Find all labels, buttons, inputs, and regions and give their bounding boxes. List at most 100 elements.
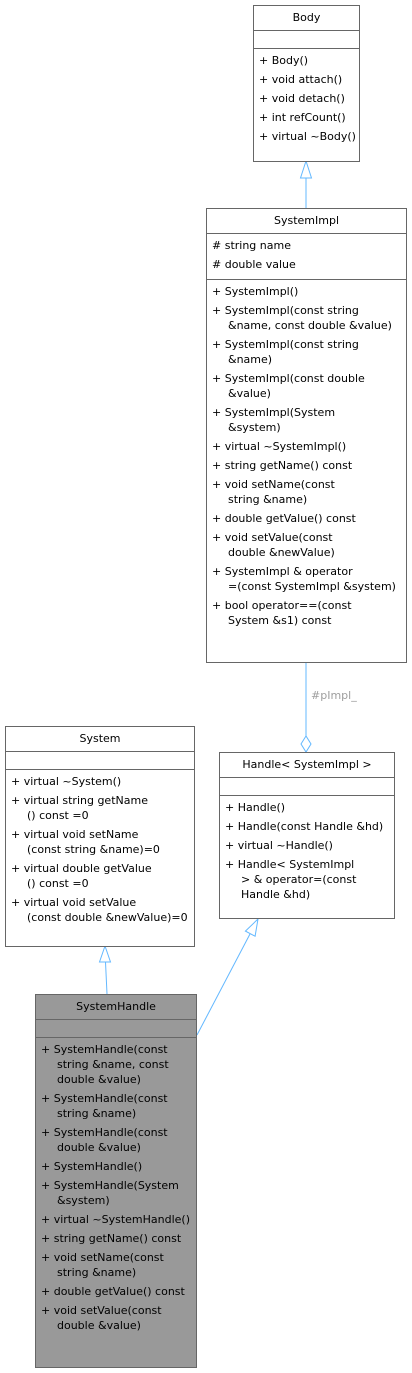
method-member-line: + virtual string getName [11,794,148,807]
method-member-line: + virtual ~System() [11,775,122,788]
method-member-line: =(const SystemImpl &system) [228,580,396,593]
method-member-line: + bool operator==(const [212,599,352,612]
method-member[interactable]: + string getName() const [41,1231,193,1246]
method-member-line: + int refCount() [259,111,346,124]
method-member-line: double &value) [57,1141,141,1154]
method-member-line: double &value) [57,1073,141,1086]
method-member[interactable]: + SystemHandle(const double &value) [41,1125,193,1155]
method-member[interactable]: + SystemImpl(const double&value) [212,371,403,401]
class-systemimpl-methods: + SystemImpl()+ SystemImpl(const string&… [207,280,406,635]
class-systemhandle-attributes [36,1020,196,1038]
method-member-line: + void detach() [259,92,345,105]
class-system-attributes [6,752,194,770]
class-handle-title: Handle< SystemImpl > [220,753,394,778]
method-member-line: (const double &newValue)=0 [27,911,188,924]
method-member[interactable]: + virtual ~SystemHandle() [41,1212,193,1227]
method-member-line: + double getValue() const [41,1285,185,1298]
method-member[interactable]: + SystemImpl(const string&name) [212,337,403,367]
method-member-line: + void setName(const [212,478,335,491]
method-member-line: Handle &hd) [241,888,311,901]
method-member-line: + SystemHandle(const [41,1126,168,1139]
method-member[interactable]: + void setName(const string &name) [41,1250,193,1280]
method-member-line: + virtual double getValue [11,862,152,875]
method-member-line: () const =0 [27,809,89,822]
class-system-title: System [6,727,194,752]
method-member-line: + string getName() const [41,1232,182,1245]
method-member-line: () const =0 [27,877,89,890]
method-member-line: + SystemHandle(const [41,1043,168,1056]
method-member-line: + SystemImpl(System [212,406,336,419]
method-member-line: + Handle() [225,801,286,814]
method-member-line: (const string &name)=0 [27,843,160,856]
attribute-member-line: # double value [212,258,296,271]
method-member-line: &system) [57,1194,110,1207]
class-handle-systemimpl[interactable]: Handle< SystemImpl > + Handle() + Handle(… [219,752,395,919]
method-member-line: + Handle(const Handle &hd) [225,820,384,833]
class-body-attributes [254,31,359,49]
class-handle-attributes [220,778,394,796]
method-member[interactable]: + virtual ~System() [11,774,191,789]
method-member-line: + SystemHandle(System [41,1179,179,1192]
method-member[interactable]: + virtual void setName(const string &nam… [11,827,191,857]
class-body-title: Body [254,6,359,31]
inheritance-edge-systemhandle-handle [196,917,259,1036]
class-systemimpl-title: SystemImpl [207,209,406,234]
method-member[interactable]: + SystemHandle(const string &name, const d… [41,1042,193,1087]
method-member-line: double &value) [57,1319,141,1332]
method-member-line: + virtual ~Handle() [225,839,333,852]
class-systemhandle-title: SystemHandle [36,995,196,1020]
method-member-line: + SystemImpl() [212,285,299,298]
method-member-line: string &name) [57,1266,137,1279]
method-member[interactable]: + double getValue() const [212,511,403,526]
class-systemhandle-methods: + SystemHandle(const string &name, const d… [36,1038,196,1340]
method-member[interactable]: + SystemImpl & operator=(const SystemImp… [212,564,403,594]
method-member-line: + SystemImpl(const string [212,304,359,317]
method-member-line: + void setValue(const [41,1304,162,1317]
method-member[interactable]: + int refCount() [259,110,356,125]
method-member-line: + double getValue() const [212,512,356,525]
method-member[interactable]: + Body() [259,53,356,68]
method-member-line: &system) [228,421,281,434]
method-member[interactable]: + SystemImpl() [212,284,403,299]
method-member-line: string &name, const [57,1058,169,1071]
attribute-member[interactable]: # double value [212,257,403,272]
method-member[interactable]: + string getName() const [212,458,403,473]
method-member[interactable]: + SystemHandle(System&system) [41,1178,193,1208]
method-member[interactable]: + virtual ~SystemImpl() [212,439,403,454]
method-member-line: + virtual void setValue [11,896,137,909]
inheritance-edge-systemimpl-body [299,159,313,208]
attribute-member[interactable]: # string name [212,238,403,253]
class-systemimpl[interactable]: SystemImpl # string name # double value +… [206,208,407,663]
method-member[interactable]: + void setValue(const double &value) [41,1303,193,1333]
method-member[interactable]: + Handle(const Handle &hd) [225,819,391,834]
method-member-line: + void setName(const [41,1251,164,1264]
method-member-line: System &s1) const [228,614,332,627]
method-member-line: + virtual ~SystemImpl() [212,440,347,453]
method-member[interactable]: + void attach() [259,72,356,87]
method-member[interactable]: + virtual double getValue () const =0 [11,861,191,891]
method-member-line: + Handle< SystemImpl [225,858,355,871]
method-member[interactable]: + virtual string getName () const =0 [11,793,191,823]
method-member[interactable]: + double getValue() const [41,1284,193,1299]
method-member[interactable]: + SystemImpl(System&system) [212,405,403,435]
method-member-line: &name, const double &value) [228,319,392,332]
method-member[interactable]: + virtual ~Handle() [225,838,391,853]
class-system[interactable]: System + virtual ~System() + virtual stri… [5,726,195,947]
method-member[interactable]: + SystemImpl(const string&name, const do… [212,303,403,333]
method-member[interactable]: + virtual ~Body() [259,129,356,144]
method-member[interactable]: + void detach() [259,91,356,106]
method-member-line: double &newValue) [228,546,335,559]
method-member-line: + SystemImpl(const string [212,338,359,351]
method-member[interactable]: + virtual void setValue (const double &ne… [11,895,191,925]
class-body[interactable]: Body + Body() + void attach() + void detac… [253,5,360,162]
method-member-line: + void attach() [259,73,343,86]
class-system-methods: + virtual ~System() + virtual string getN… [6,770,194,932]
method-member[interactable]: + Handle() [225,800,391,815]
method-member[interactable]: + SystemHandle() [41,1159,193,1174]
